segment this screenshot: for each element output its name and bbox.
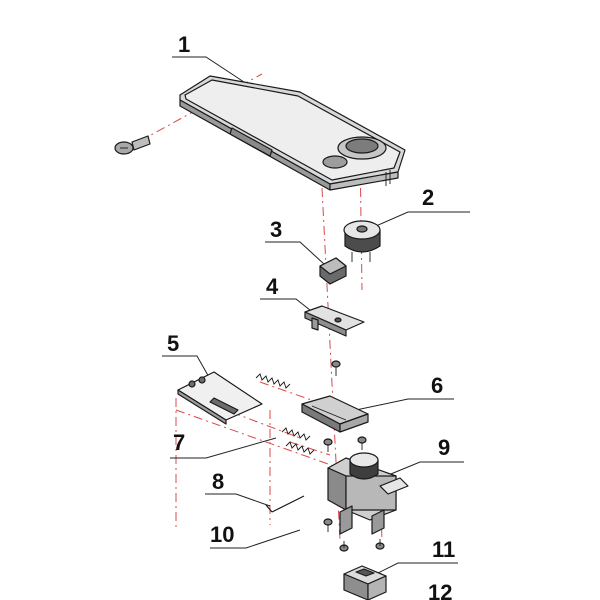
- callout-8: 8: [212, 469, 224, 494]
- callout-3: 3: [270, 217, 282, 242]
- screw: [114, 135, 151, 155]
- callout-1: 1: [178, 32, 190, 57]
- part-7-springs: [281, 427, 315, 455]
- part-1-cover-lever: [179, 75, 406, 191]
- part-11-clip: [343, 565, 387, 600]
- callout-11: 11: [432, 537, 455, 562]
- callout-10: 10: [210, 522, 234, 547]
- callout-6: 6: [431, 373, 443, 398]
- callout-labels: 1 2 3 4 5 6 7 8 9 10 11 12: [167, 32, 455, 600]
- spring-upper: [255, 373, 291, 389]
- part-10-screws: [323, 518, 385, 552]
- callout-7: 7: [173, 430, 185, 455]
- callout-12: 12: [428, 580, 452, 600]
- part-8-l-pin: [265, 495, 305, 513]
- callout-5: 5: [167, 331, 179, 356]
- part-9-housing: [327, 452, 409, 535]
- part-3-block: [319, 257, 347, 285]
- screw-small: [331, 360, 341, 376]
- callout-2: 2: [422, 185, 434, 210]
- part-4-latch-plate: [304, 305, 365, 337]
- callout-9: 9: [438, 435, 450, 460]
- part-2-knob: [343, 220, 381, 262]
- part-6-slider: [301, 395, 369, 452]
- part-5-base-plate: [177, 371, 263, 425]
- callout-4: 4: [266, 274, 279, 299]
